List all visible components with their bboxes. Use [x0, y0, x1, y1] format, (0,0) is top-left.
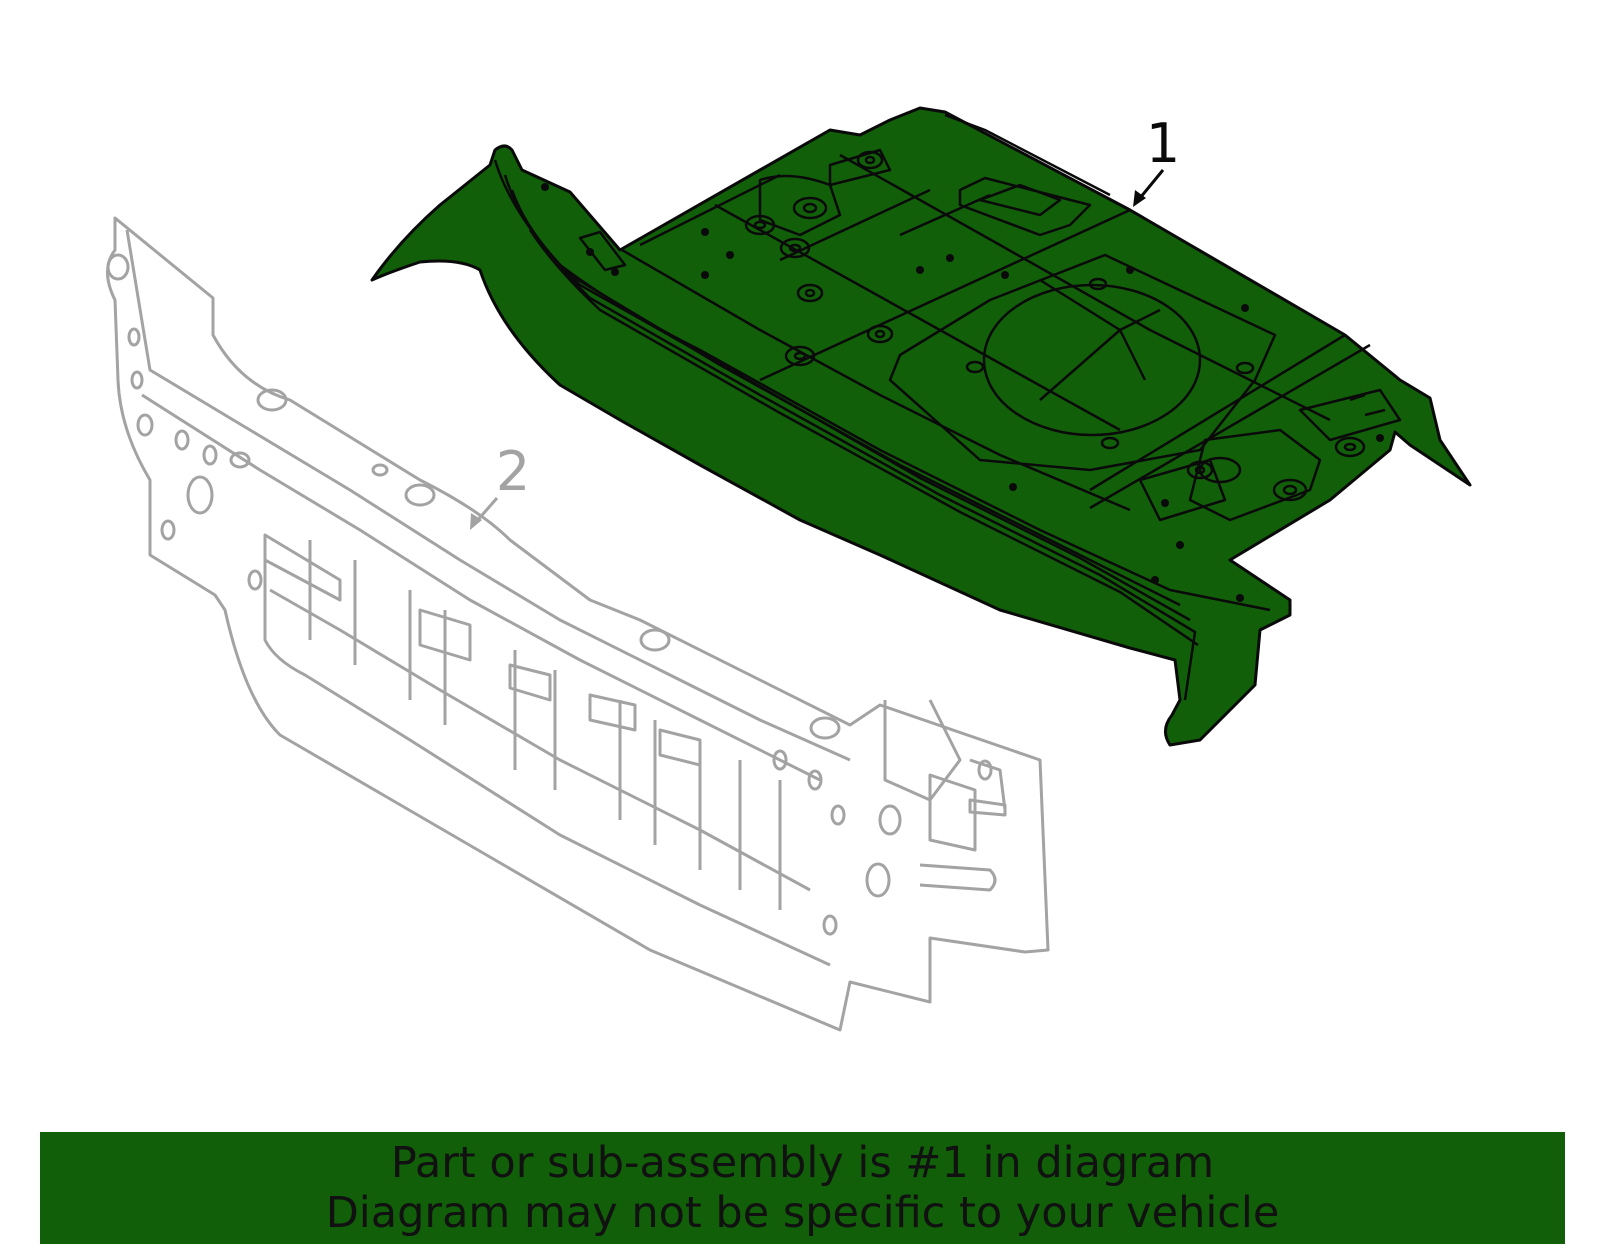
banner-line-2: Diagram may not be specific to your vehi…	[325, 1188, 1280, 1238]
disclaimer-banner: Part or sub-assembly is #1 in diagram Di…	[40, 1132, 1565, 1244]
callout-1-leader	[1138, 169, 1165, 199]
callout-2-label: 2	[496, 440, 530, 503]
callout-1: 1	[1133, 112, 1180, 207]
callout-1-label: 1	[1146, 112, 1180, 175]
callout-2-arrowhead	[470, 513, 482, 530]
floor-pan-highlighted	[370, 106, 1472, 747]
callout-2: 2	[470, 440, 530, 530]
banner-line-1: Part or sub-assembly is #1 in diagram	[390, 1138, 1215, 1188]
callout-2-leader	[474, 497, 499, 523]
parts-diagram: 1 2	[106, 106, 1472, 1032]
callout-1-arrowhead	[1133, 190, 1146, 207]
rear-body-panel	[106, 216, 1050, 1032]
